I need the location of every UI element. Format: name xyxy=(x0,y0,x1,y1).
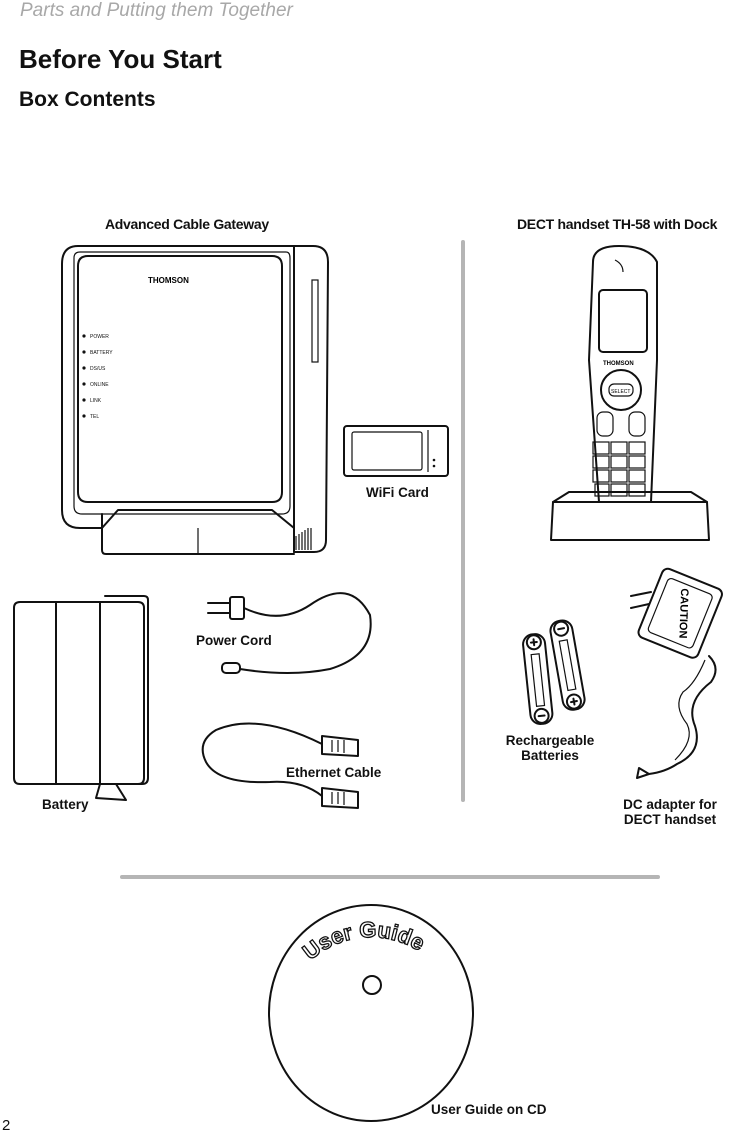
gateway-caption: Advanced Cable Gateway xyxy=(105,216,269,232)
handset-illustration: THOMSON SELECT xyxy=(550,245,710,541)
led-label: DS/US xyxy=(90,366,106,372)
gateway-led-panel: POWER BATTERY DS/US ONLINE LINK TEL xyxy=(82,334,113,420)
page-number: 2 xyxy=(2,1117,11,1134)
caption-line: Batteries xyxy=(521,748,579,763)
handset-caption: DECT handset TH-58 with Dock xyxy=(517,216,718,232)
select-key-label: SELECT xyxy=(611,389,630,395)
cd-disc-label-path: User Guide xyxy=(297,916,430,965)
led-label: POWER xyxy=(90,334,109,340)
caption-line: DC adapter for xyxy=(623,797,717,812)
cd-disc-label: User Guide xyxy=(298,917,429,965)
handset-brand: THOMSON xyxy=(603,361,634,367)
rechargeable-batteries-illustration xyxy=(522,619,586,725)
adapter-caution-label: CAUTION xyxy=(676,588,690,639)
gateway-brand: THOMSON xyxy=(148,276,189,285)
caption-line: DECT handset xyxy=(623,812,717,827)
ethernet-cable-caption: Ethernet Cable xyxy=(286,765,382,780)
section-header: Parts and Putting them Together xyxy=(20,0,293,21)
rechargeable-batteries-caption: Rechargeable Batteries xyxy=(495,733,605,763)
page-subtitle: Box Contents xyxy=(19,88,156,111)
horizontal-divider xyxy=(120,875,660,879)
cd-illustration: User Guide xyxy=(268,904,474,1122)
ethernet-cable-illustration xyxy=(201,722,359,809)
power-cord-illustration xyxy=(207,592,372,674)
led-label: LINK xyxy=(90,398,102,404)
wifi-card-illustration xyxy=(343,425,449,477)
cd-caption: User Guide on CD xyxy=(431,1102,547,1117)
dc-adapter-illustration: CAUTION xyxy=(630,567,723,779)
led-label: ONLINE xyxy=(90,382,109,388)
caption-line: Rechargeable xyxy=(505,733,595,748)
gateway-illustration: THOMSON POWER BATTERY DS/US ONLINE LINK … xyxy=(61,245,329,555)
vertical-divider xyxy=(461,240,465,802)
dc-adapter-caption: DC adapter for DECT handset xyxy=(610,797,730,827)
battery-caption: Battery xyxy=(42,797,89,812)
power-cord-caption: Power Cord xyxy=(196,633,272,648)
wifi-card-caption: WiFi Card xyxy=(366,485,429,500)
page-title: Before You Start xyxy=(19,44,222,74)
led-label: TEL xyxy=(90,414,99,420)
led-label: BATTERY xyxy=(90,350,113,356)
battery-illustration xyxy=(13,595,149,801)
